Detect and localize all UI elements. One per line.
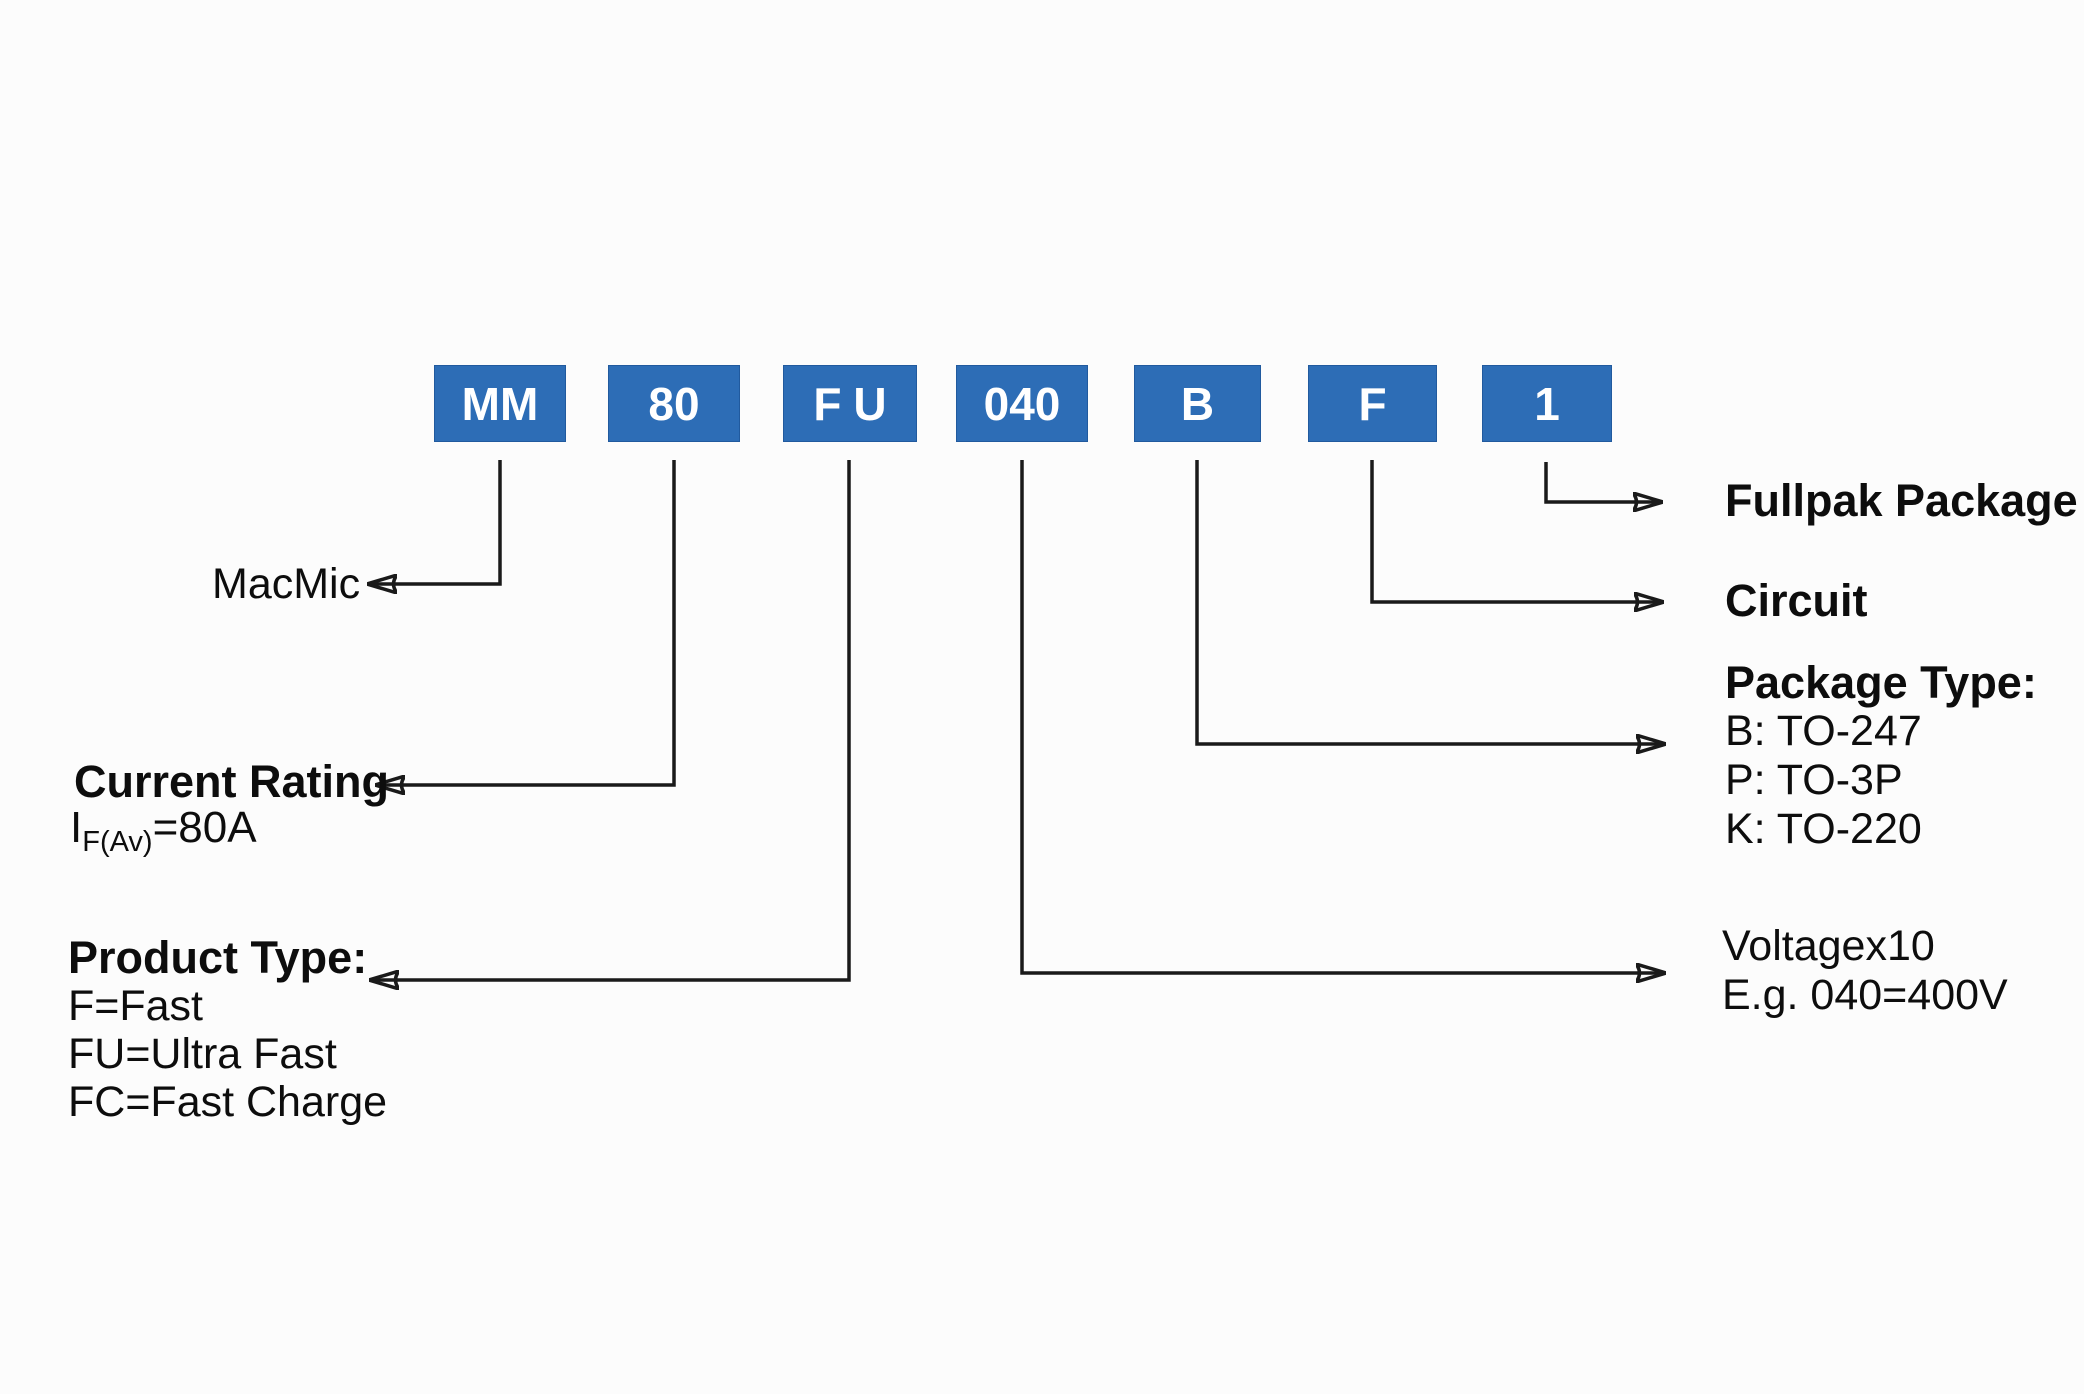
part-code-box-80: 80 — [608, 365, 740, 442]
part-code-040-label: 040 — [983, 377, 1061, 430]
label-circuit: Circuit — [1725, 575, 1868, 626]
connector-fu-to-product — [370, 460, 851, 980]
label-macmic: MacMic — [212, 560, 361, 608]
part-code-box-fu: FU — [783, 365, 917, 442]
label-current-rating-value: IF(Av)=80A — [70, 803, 257, 857]
connector-1-to-fullpak — [1544, 462, 1662, 502]
part-code-f-label: F — [1358, 377, 1387, 430]
product-type-line-f: F=Fast — [68, 982, 204, 1030]
part-code-box-1: 1 — [1482, 365, 1612, 442]
product-type-line-fu: FU=Ultra Fast — [68, 1030, 337, 1078]
connector-f-to-circuit — [1370, 460, 1663, 602]
voltage-line-2: E.g. 040=400V — [1722, 971, 2008, 1019]
current-subscript: F(Av) — [82, 826, 153, 858]
product-type-line-fc: FC=Fast Charge — [68, 1078, 388, 1126]
part-code-fu-label: FU — [813, 377, 899, 430]
label-product-type-block: Product Type: F=Fast FU=Ultra Fast FC=Fa… — [68, 932, 388, 1127]
part-code-mm-label: MM — [461, 377, 539, 430]
product-type-title: Product Type: — [68, 932, 368, 983]
connector-80-to-current — [376, 460, 676, 785]
connector-b-to-package — [1195, 460, 1665, 744]
label-current-rating-title: Current Rating — [74, 756, 389, 807]
package-type-line-p: P: TO-3P — [1725, 756, 1903, 804]
part-code-box-mm: MM — [434, 365, 566, 442]
connector-040-to-voltage — [1020, 460, 1665, 973]
part-code-80-label: 80 — [648, 377, 700, 430]
label-package-type-block: Package Type: B: TO-247 P: TO-3P K: TO-2… — [1725, 658, 2037, 854]
connector-mm-to-macmic — [368, 460, 502, 584]
package-type-line-b: B: TO-247 — [1725, 707, 1922, 755]
part-code-box-b: B — [1134, 365, 1261, 442]
voltage-line-1: Voltagex10 — [1722, 922, 1935, 970]
part-code-box-040: 040 — [956, 365, 1088, 442]
part-code-b-label: B — [1180, 377, 1215, 430]
package-type-line-k: K: TO-220 — [1725, 805, 1922, 853]
part-code-1-label: 1 — [1534, 377, 1560, 430]
part-code-box-f: F — [1308, 365, 1437, 442]
current-amount: =80A — [152, 803, 257, 852]
label-fullpak-package: Fullpak Package — [1725, 475, 2078, 526]
label-voltage-block: Voltagex10 E.g. 040=400V — [1722, 922, 2008, 1020]
package-type-title: Package Type: — [1725, 657, 2037, 708]
current-symbol: I — [70, 803, 83, 852]
